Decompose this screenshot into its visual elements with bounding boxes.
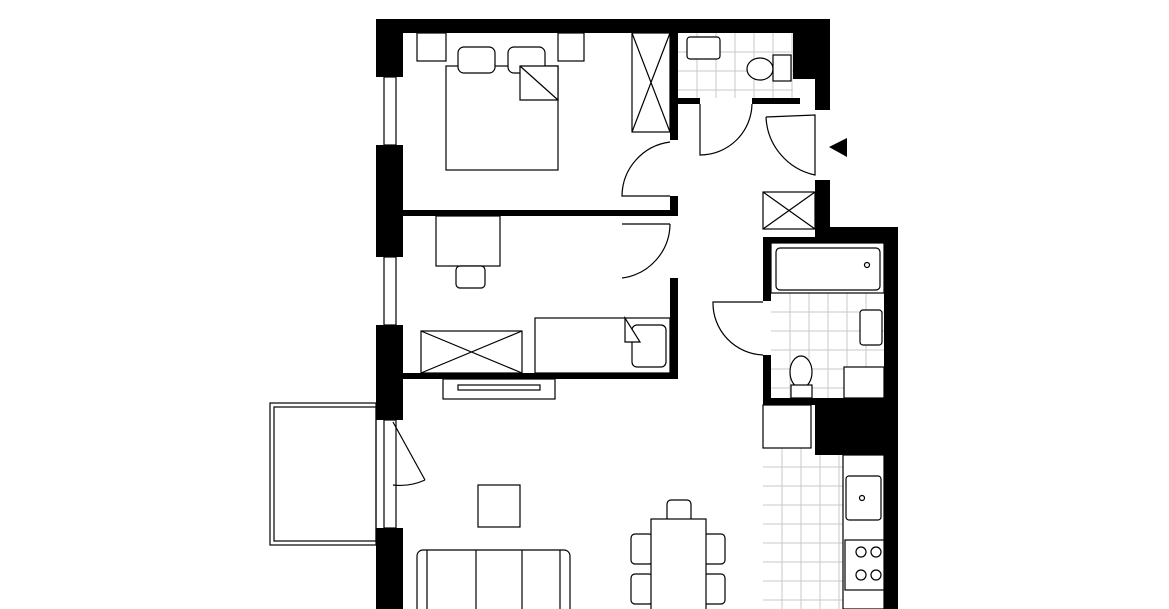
dining-chair-left-2	[630, 573, 654, 605]
wall-left-2	[376, 145, 403, 257]
wc-room	[686, 36, 792, 82]
wall-wc-bottom-2	[752, 98, 800, 104]
wall-bath-bottom	[763, 398, 884, 405]
wall-left-3	[376, 325, 403, 420]
nightstand-right	[557, 32, 585, 62]
bathtub-drain	[863, 261, 871, 269]
wall-stub	[670, 196, 678, 216]
living-room	[416, 378, 726, 609]
entrance-marker-icon	[829, 138, 847, 157]
windows	[383, 76, 397, 529]
sofa-cushions	[426, 550, 561, 609]
wall-bath-west-1	[763, 237, 771, 301]
wc-toilet-tank	[772, 54, 792, 82]
balcony-outline	[269, 402, 377, 546]
wall-room2-east	[670, 278, 678, 378]
coffee-table	[477, 484, 521, 528]
wall-left-1	[376, 19, 403, 77]
balcony-inner	[273, 406, 377, 542]
single-bed-fold	[624, 315, 642, 343]
nightstand-left	[416, 32, 447, 62]
wc-toilet	[746, 57, 774, 81]
wall-kitchen-column	[815, 405, 884, 455]
wall-entrance-bottom	[815, 180, 830, 230]
wardrobe-room2-cross	[420, 330, 523, 374]
doors	[392, 103, 847, 486]
tv	[457, 384, 541, 391]
shaft-cross	[762, 191, 816, 230]
wall-bath-west-2	[763, 355, 771, 402]
wall-top	[376, 19, 830, 33]
kitchen	[762, 404, 885, 609]
door-wc[interactable]	[699, 103, 753, 156]
wall-left-4	[376, 528, 403, 609]
bathroom	[770, 242, 885, 399]
burner-3	[855, 569, 867, 581]
door-bathroom[interactable]	[712, 301, 764, 356]
bed-cover-fold	[519, 65, 559, 101]
wc-sink	[686, 36, 721, 60]
sofa	[416, 549, 571, 609]
fridge	[762, 404, 812, 449]
dining-table	[650, 518, 707, 609]
walls	[376, 19, 898, 609]
bathtub	[775, 247, 881, 291]
dining-chair-left-1	[630, 533, 654, 565]
balcony-door-frame	[383, 419, 397, 529]
window-room2	[383, 256, 397, 326]
burner-4	[870, 569, 882, 581]
wall-right	[884, 227, 898, 609]
sink-drain	[858, 494, 866, 502]
wall-bedroom-east	[670, 33, 678, 140]
single-bed-pillow	[631, 324, 667, 368]
window-bedroom	[383, 76, 397, 146]
bedroom	[416, 32, 671, 171]
door-room2[interactable]	[621, 223, 671, 279]
wall-bath-top	[763, 237, 884, 243]
desk-chair	[455, 265, 486, 289]
second-room	[420, 215, 671, 374]
door-balcony[interactable]	[392, 421, 426, 486]
installation-shaft	[762, 191, 816, 230]
door-entrance[interactable]	[765, 114, 816, 176]
balcony	[269, 402, 377, 546]
bathroom-toilet-tank	[790, 384, 813, 399]
pillow-left	[457, 46, 496, 74]
wardrobe-cross	[631, 32, 671, 133]
wall-bedroom-partition	[403, 210, 678, 216]
desk	[435, 215, 501, 267]
wall-room2-south	[403, 373, 678, 379]
burner-2	[870, 546, 882, 558]
wall-entrance-top	[815, 19, 830, 110]
washing-machine	[843, 366, 885, 399]
burner-1	[855, 546, 867, 558]
bathroom-sink	[859, 309, 883, 346]
door-bedroom[interactable]	[621, 141, 671, 197]
bathroom-toilet	[789, 355, 813, 389]
wall-wc-bottom-1	[678, 98, 700, 104]
